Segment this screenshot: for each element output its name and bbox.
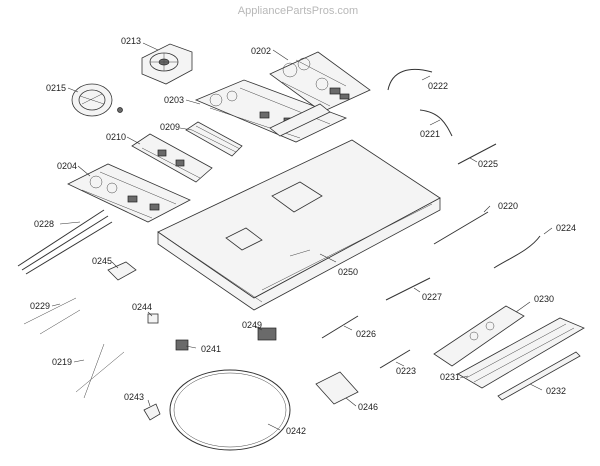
callout-0204[interactable]: 0204 xyxy=(57,161,77,171)
part-0226-wire xyxy=(321,315,359,339)
callout-0213[interactable]: 0213 xyxy=(121,36,141,46)
part-0231-frame xyxy=(457,317,585,389)
part-0219-wires xyxy=(75,343,125,399)
callout-0203[interactable]: 0203 xyxy=(164,95,184,105)
watermark: AppliancePartsPros.com xyxy=(238,5,358,17)
part-0245-bracket xyxy=(107,261,137,281)
callout-0230[interactable]: 0230 xyxy=(534,294,554,304)
part-0242-ring xyxy=(169,369,291,451)
callout-0225[interactable]: 0225 xyxy=(478,159,498,169)
callout-0209[interactable]: 0209 xyxy=(160,122,180,132)
callout-0220[interactable]: 0220 xyxy=(498,201,518,211)
callout-0249[interactable]: 0249 xyxy=(242,320,262,330)
part-0209-board xyxy=(185,121,243,157)
part-0220-harness xyxy=(433,211,489,245)
callout-0244[interactable]: 0244 xyxy=(132,302,152,312)
callout-0228[interactable]: 0228 xyxy=(34,219,54,229)
part-0223-wire xyxy=(379,349,411,369)
part-0250-tray xyxy=(157,139,441,311)
callout-0221[interactable]: 0221 xyxy=(420,129,440,139)
part-0249-block xyxy=(257,327,277,341)
callout-0242[interactable]: 0242 xyxy=(286,426,306,436)
callout-0243[interactable]: 0243 xyxy=(124,392,144,402)
part-0221-wire xyxy=(419,109,453,137)
part-0225-wire xyxy=(457,143,497,165)
part-0243-fitting xyxy=(143,403,161,421)
part-0202-board xyxy=(269,51,371,113)
callout-0202[interactable]: 0202 xyxy=(251,46,271,56)
part-0224-harness xyxy=(493,235,541,269)
part-0227-wire xyxy=(385,277,431,301)
part-0203-board xyxy=(194,79,348,143)
part-0244-clip xyxy=(147,313,159,324)
callout-0246[interactable]: 0246 xyxy=(358,402,378,412)
part-0210-board xyxy=(131,133,213,183)
part-0229-wires xyxy=(23,297,81,335)
callout-0219[interactable]: 0219 xyxy=(52,357,72,367)
callout-0231[interactable]: 0231 xyxy=(440,372,460,382)
callout-0215[interactable]: 0215 xyxy=(46,83,66,93)
callout-0226[interactable]: 0226 xyxy=(356,329,376,339)
callout-0250[interactable]: 0250 xyxy=(338,267,358,277)
callout-0210[interactable]: 0210 xyxy=(106,132,126,142)
part-0241-connector xyxy=(175,339,189,351)
callout-0224[interactable]: 0224 xyxy=(556,223,576,233)
part-0222-wire xyxy=(387,68,433,91)
part-0246-plate xyxy=(315,371,359,405)
callout-0222[interactable]: 0222 xyxy=(428,81,448,91)
part-0215-fan-cover xyxy=(71,83,123,117)
part-0228-wires xyxy=(17,209,113,275)
callout-0241[interactable]: 0241 xyxy=(201,344,221,354)
part-0213-fan xyxy=(141,43,193,85)
callout-0229[interactable]: 0229 xyxy=(30,301,50,311)
leader-lines xyxy=(51,42,553,431)
callout-0232[interactable]: 0232 xyxy=(546,386,566,396)
callout-0245[interactable]: 0245 xyxy=(92,256,112,266)
callout-0223[interactable]: 0223 xyxy=(396,366,416,376)
part-0204-board xyxy=(67,163,191,223)
part-0242-ring-inner xyxy=(173,372,287,448)
part-0230-board xyxy=(433,305,525,367)
part-0232-strip xyxy=(497,351,581,401)
callout-0227[interactable]: 0227 xyxy=(422,292,442,302)
